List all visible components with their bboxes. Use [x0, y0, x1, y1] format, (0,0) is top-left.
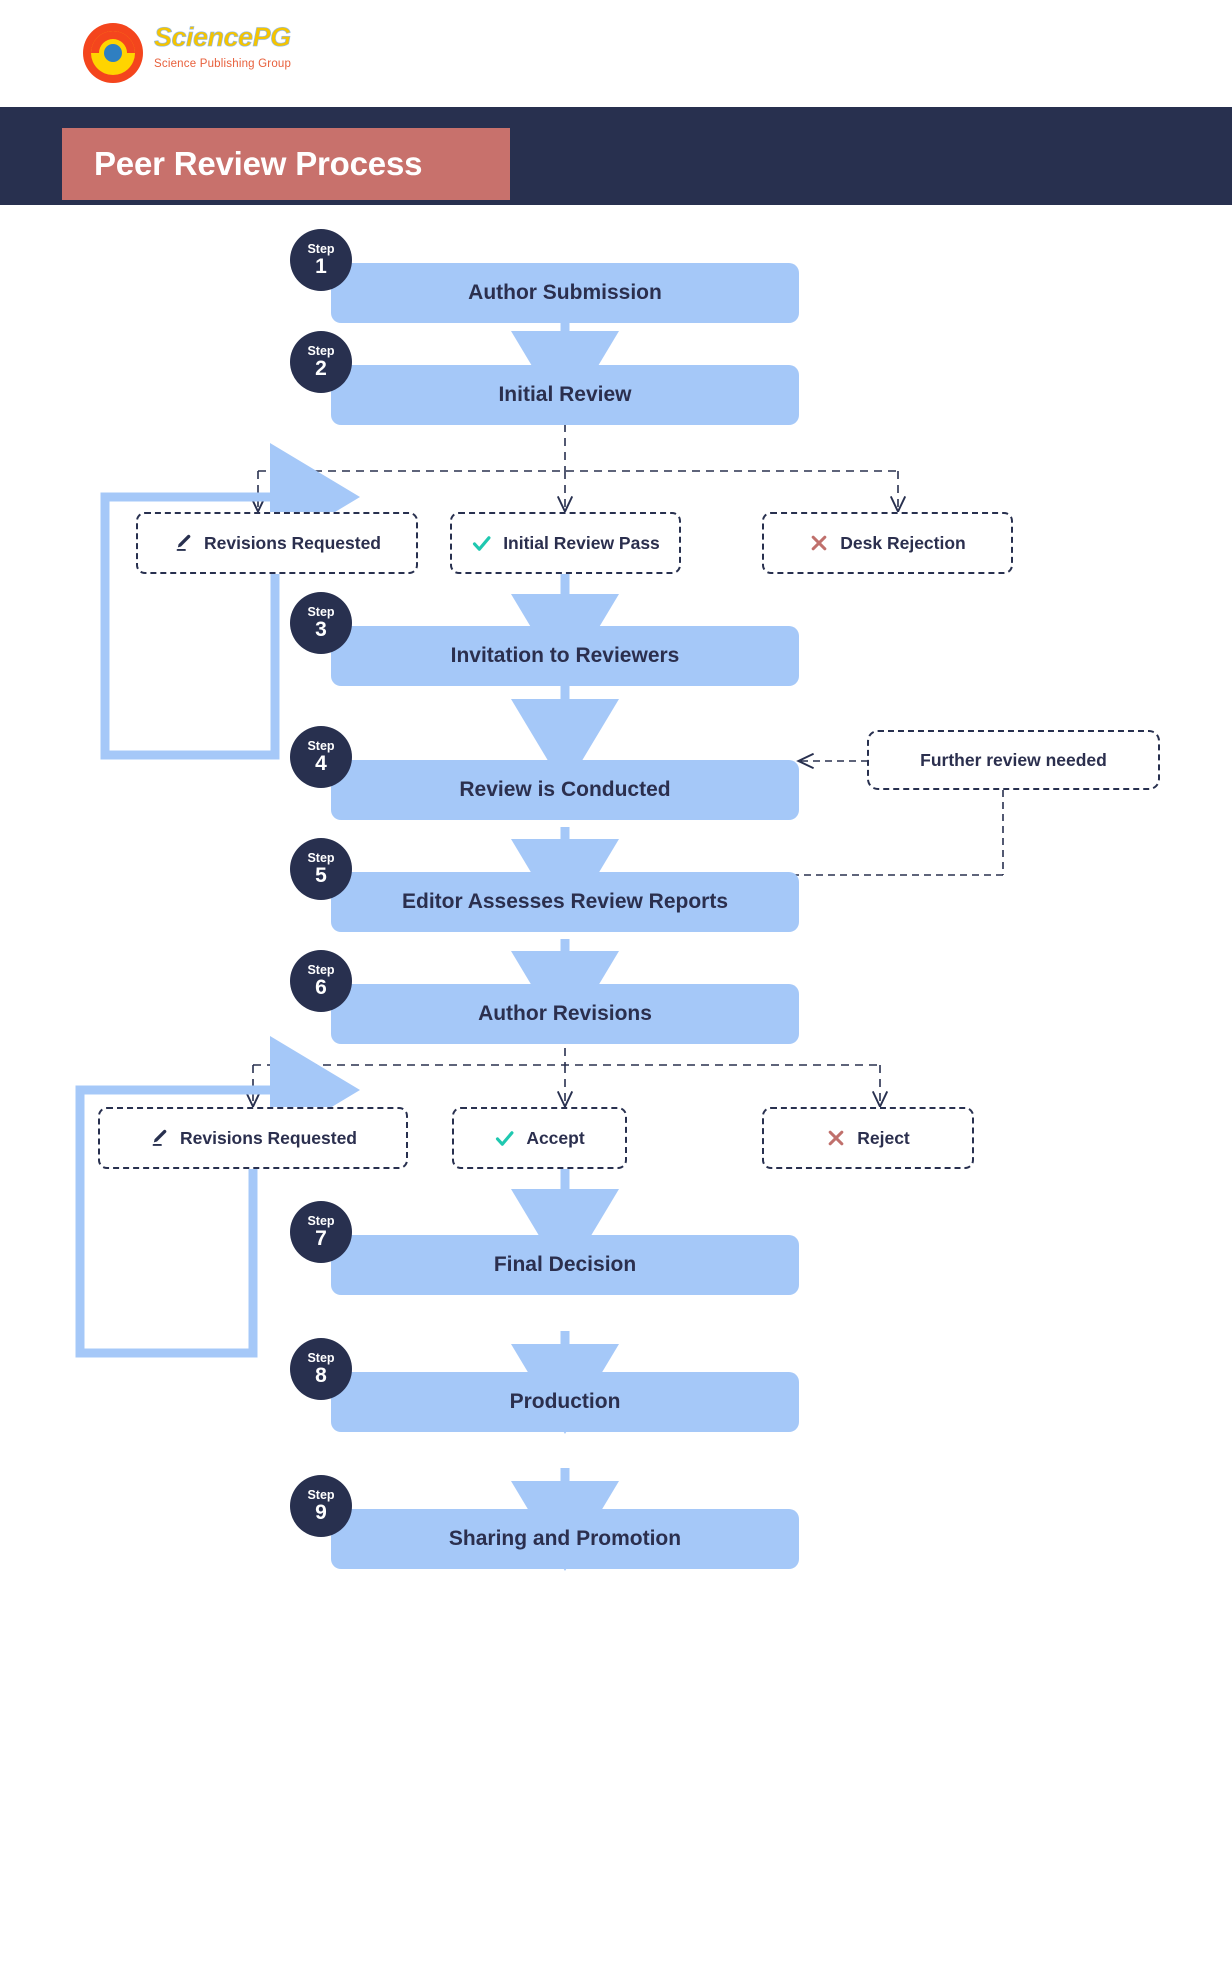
step-badge-word-5: Step: [307, 850, 335, 865]
step-box-1[interactable]: Author Submission: [331, 263, 799, 323]
step-badge-word-1: Step: [307, 241, 335, 256]
pencil-icon: [149, 1128, 169, 1148]
step-badge-1: Step 1: [290, 229, 352, 291]
step-badge-number-7: 7: [315, 1227, 327, 1251]
step-badge-number-2: 2: [315, 357, 327, 381]
step-box-8[interactable]: Production: [331, 1372, 799, 1432]
step-box-4[interactable]: Review is Conducted: [331, 760, 799, 820]
step-badge-5: Step 5: [290, 838, 352, 900]
step-badge-word-9: Step: [307, 1487, 335, 1502]
step-label-6: Author Revisions: [478, 1002, 652, 1025]
step-badge-9: Step 9: [290, 1475, 352, 1537]
step-label-7: Final Decision: [493, 1253, 637, 1276]
step-badge-2: Step 2: [290, 331, 352, 393]
outcome-chip-initial-review-pass[interactable]: Initial Review Pass: [450, 512, 681, 574]
outcome-label: Initial Review Pass: [503, 532, 660, 553]
step-badge-number-6: 6: [315, 976, 327, 1000]
outcome-chip-desk-rejection[interactable]: Desk Rejection: [762, 512, 1013, 574]
step-badge-word-8: Step: [307, 1350, 335, 1365]
step-box-9[interactable]: Sharing and Promotion: [331, 1509, 799, 1569]
step-label-9: Sharing and Promotion: [448, 1527, 682, 1550]
step-label-8: Production: [509, 1390, 621, 1413]
note-label: Further review needed: [920, 749, 1107, 770]
step-badge-word-4: Step: [307, 738, 335, 753]
step-badge-number-1: 1: [315, 255, 327, 279]
step-badge-word-2: Step: [307, 343, 335, 358]
flowchart: Author Submission Step 1 Initial Review …: [0, 205, 1232, 1986]
outcome-chip-revisions-requested-1[interactable]: Revisions Requested: [136, 512, 418, 574]
outcome-label: Revisions Requested: [180, 1127, 357, 1148]
check-icon: [471, 533, 492, 554]
outcome-label: Revisions Requested: [204, 532, 381, 553]
note-further-review-needed[interactable]: Further review needed: [867, 730, 1160, 790]
outcome-label: Reject: [857, 1127, 910, 1148]
step-badge-3: Step 3: [290, 592, 352, 654]
step-badge-4: Step 4: [290, 726, 352, 788]
step-box-7[interactable]: Final Decision: [331, 1235, 799, 1295]
outcome-chip-revisions-requested-2[interactable]: Revisions Requested: [98, 1107, 408, 1169]
logo-wordmark: SciencePG: [154, 22, 292, 52]
step-box-5[interactable]: Editor Assesses Review Reports: [331, 872, 799, 932]
page-title: Peer Review Process: [94, 145, 423, 182]
step-label-4: Review is Conducted: [459, 778, 671, 801]
step-badge-number-4: 4: [315, 752, 327, 776]
step-badge-7: Step 7: [290, 1201, 352, 1263]
step-badge-8: Step 8: [290, 1338, 352, 1400]
step-label-3: Invitation to Reviewers: [450, 644, 680, 667]
step-badge-word-7: Step: [307, 1213, 335, 1228]
step-label-5: Editor Assesses Review Reports: [401, 890, 729, 913]
step-box-6[interactable]: Author Revisions: [331, 984, 799, 1044]
step-badge-number-9: 9: [315, 1501, 327, 1525]
connector-layer: [75, 323, 1004, 1571]
logo-tagline: Science Publishing Group: [154, 58, 292, 70]
outcome-label: Accept: [526, 1127, 585, 1148]
pencil-icon: [173, 533, 193, 553]
cross-icon: [826, 1128, 846, 1148]
step-label-1: Author Submission: [468, 281, 662, 304]
logo-text: SciencePG Science Publishing Group: [154, 22, 334, 70]
step-badge-word-6: Step: [307, 962, 335, 977]
title-banner: Peer Review Process: [62, 128, 510, 200]
sciencepg-logo: SciencePG Science Publishing Group: [82, 18, 332, 90]
step-badge-number-3: 3: [315, 618, 327, 642]
outcome-label: Desk Rejection: [840, 532, 966, 553]
check-icon: [494, 1128, 515, 1149]
outcome-chip-reject[interactable]: Reject: [762, 1107, 974, 1169]
sciencepg-circle-logo: [82, 22, 144, 84]
step-badge-number-8: 8: [315, 1364, 327, 1388]
outcome-chip-accept[interactable]: Accept: [452, 1107, 627, 1169]
cross-icon: [809, 533, 829, 553]
logo-bar: SciencePG Science Publishing Group: [0, 0, 1232, 107]
step-badge-number-5: 5: [315, 864, 327, 888]
step-label-2: Initial Review: [498, 383, 632, 406]
step-box-3[interactable]: Invitation to Reviewers: [331, 626, 799, 686]
step-badge-6: Step 6: [290, 950, 352, 1012]
step-badge-word-3: Step: [307, 604, 335, 619]
step-box-2[interactable]: Initial Review: [331, 365, 799, 425]
